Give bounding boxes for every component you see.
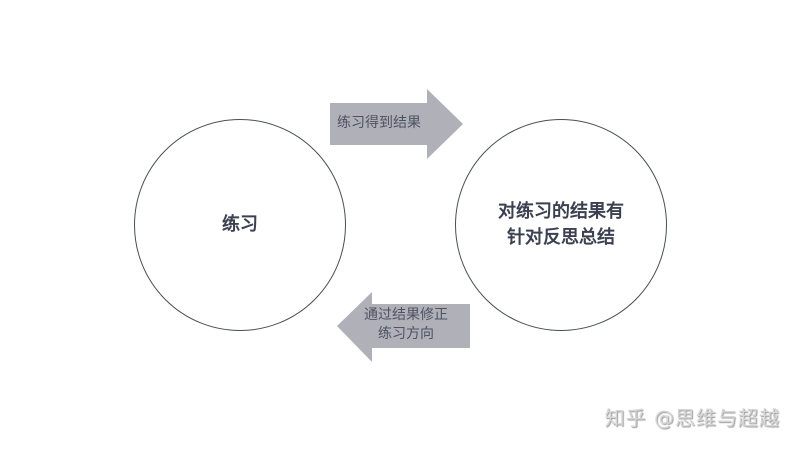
node-practice-label: 练习	[222, 214, 258, 235]
node-reflect-label-line2: 针对反思总结	[507, 227, 615, 248]
node-reflect: 对练习的结果有 针对反思总结	[455, 119, 667, 331]
edge-back-label-line2: 练习方向	[378, 326, 434, 342]
node-reflect-label-line1: 对练习的结果有	[498, 201, 624, 222]
node-reflect-label: 对练习的结果有 针对反思总结	[498, 199, 624, 251]
watermark: 知乎 @思维与超越	[604, 406, 780, 430]
edge-forward-label: 练习得到结果	[337, 115, 421, 131]
node-practice: 练习	[134, 119, 346, 331]
edge-back-label-line1: 通过结果修正	[364, 307, 448, 323]
edge-back-label: 通过结果修正 练习方向	[364, 306, 448, 344]
